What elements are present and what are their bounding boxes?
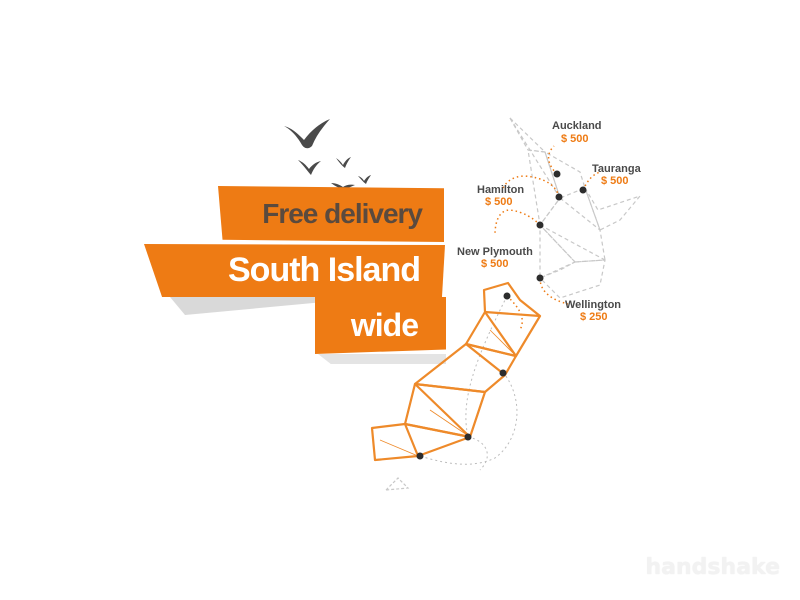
city-label-hamilton: Hamilton	[477, 184, 525, 196]
city-label-auckland: Auckland	[552, 120, 602, 132]
banner-free-delivery: Free delivery	[218, 186, 444, 242]
city-dot	[579, 186, 587, 194]
city-price-wellington: $ 250	[580, 311, 608, 323]
stewart-island	[384, 477, 410, 491]
city-price-new-plymouth: $ 500	[481, 258, 509, 270]
banner-south-island: South Island	[144, 244, 445, 297]
city-dot	[555, 193, 563, 201]
bird-icon	[284, 119, 330, 149]
city-price-hamilton: $ 500	[485, 196, 513, 208]
city-price-tauranga: $ 500	[601, 175, 629, 187]
city-dot	[499, 369, 507, 377]
city-label-new-plymouth: New Plymouth	[457, 246, 533, 258]
city-dot	[536, 221, 544, 229]
banner-line-2: South Island	[228, 251, 421, 289]
city-dots	[416, 170, 587, 460]
city-dot	[464, 433, 472, 441]
banner-line-3: wide	[350, 307, 419, 343]
bird-icon	[336, 157, 351, 168]
south-island	[370, 281, 542, 462]
bird-icon	[331, 183, 355, 190]
north-island	[509, 117, 642, 299]
city-dot	[553, 170, 561, 178]
city-dot	[536, 274, 544, 282]
banner-shadow	[318, 354, 446, 364]
bird-icon	[298, 160, 321, 175]
city-label-tauranga: Tauranga	[592, 163, 641, 175]
city-price-auckland: $ 500	[561, 133, 589, 145]
city-label-wellington: Wellington	[565, 299, 622, 311]
watermark: handshake	[645, 555, 780, 580]
city-dot	[416, 452, 424, 460]
bird-icon	[358, 175, 371, 184]
banner-wide: wide	[315, 297, 446, 354]
city-dot	[503, 292, 511, 300]
banner-line-1: Free delivery	[262, 198, 423, 229]
